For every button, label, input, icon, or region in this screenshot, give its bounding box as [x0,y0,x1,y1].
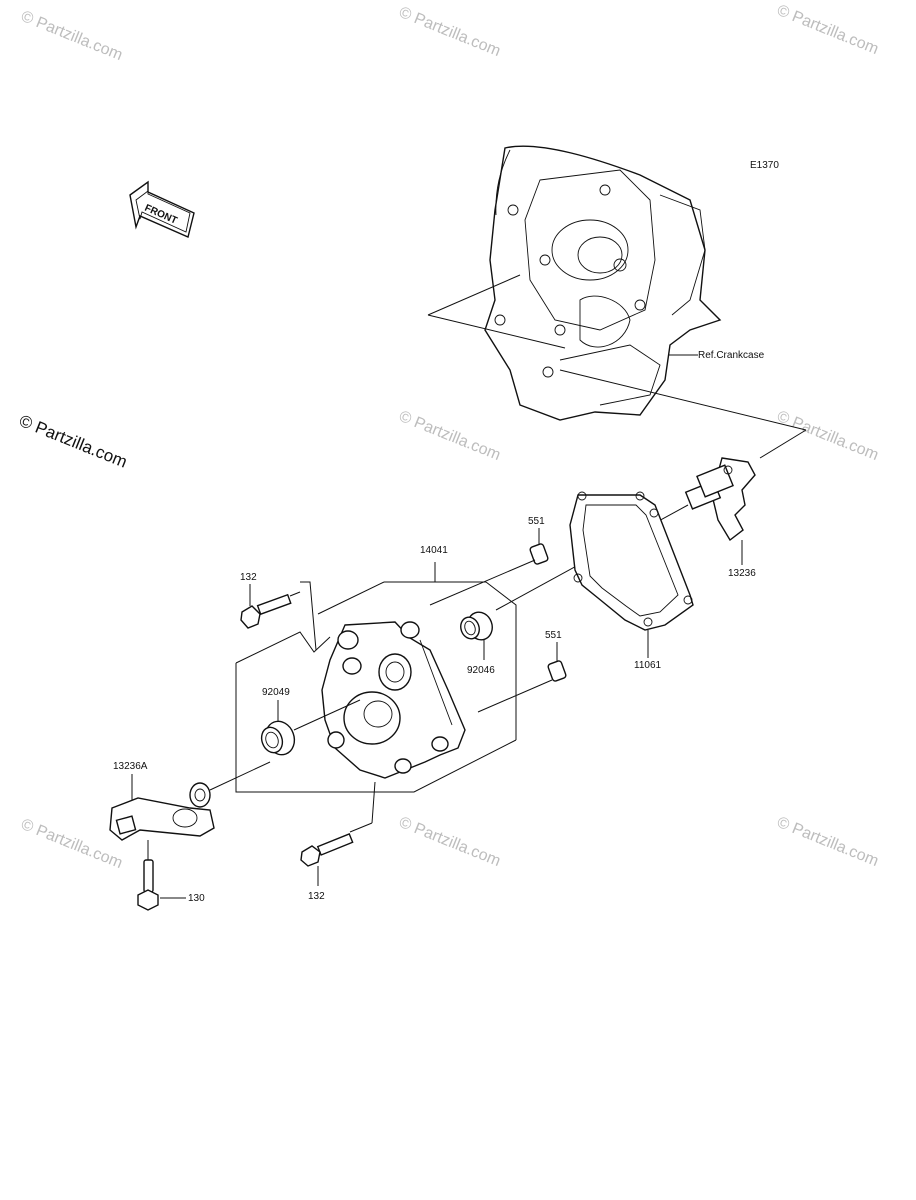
watermark-large: © Partzilla.com [17,411,130,472]
part-551-top-dowel [529,543,549,565]
part-13236-shaft [684,457,756,542]
part-11061-gasket [569,491,694,631]
label-551-top: 551 [528,516,545,527]
watermark-bc: © Partzilla.com [397,814,503,870]
label-13236A: 13236A [113,761,148,772]
label-551-bottom: 551 [545,630,562,641]
part-132-bottom-bolt [300,833,354,867]
label-11061: 11061 [634,660,662,671]
ref-crankcase-label: Ref.Crankcase [698,350,765,361]
watermark-mc: © Partzilla.com [397,408,503,464]
watermark-tr: © Partzilla.com [775,2,881,58]
part-92049-seal [260,720,296,756]
label-132-bottom: 132 [308,891,325,902]
part-132-top-bolt [240,593,292,629]
label-92046: 92046 [467,665,495,676]
label-13236: 13236 [728,568,756,579]
watermark-br: © Partzilla.com [775,814,881,870]
part-13236A-lever [109,782,215,841]
watermark-bl: © Partzilla.com [19,816,125,872]
watermark-tl: © Partzilla.com [19,8,125,64]
diagram-code: E1370 [750,160,779,171]
part-130-bolt [137,859,159,911]
part-92046-bearing [460,611,493,641]
crankcase-illustration [484,145,722,421]
front-arrow-icon: FRONT [129,180,195,238]
label-132-top: 132 [240,572,257,583]
label-14041: 14041 [420,545,448,556]
watermark-mr: © Partzilla.com [775,408,881,464]
part-14041-cover [321,621,466,779]
label-130: 130 [188,893,205,904]
watermark-tc: © Partzilla.com [397,4,503,60]
label-92049: 92049 [262,687,290,698]
part-551-bottom-dowel [547,660,567,682]
